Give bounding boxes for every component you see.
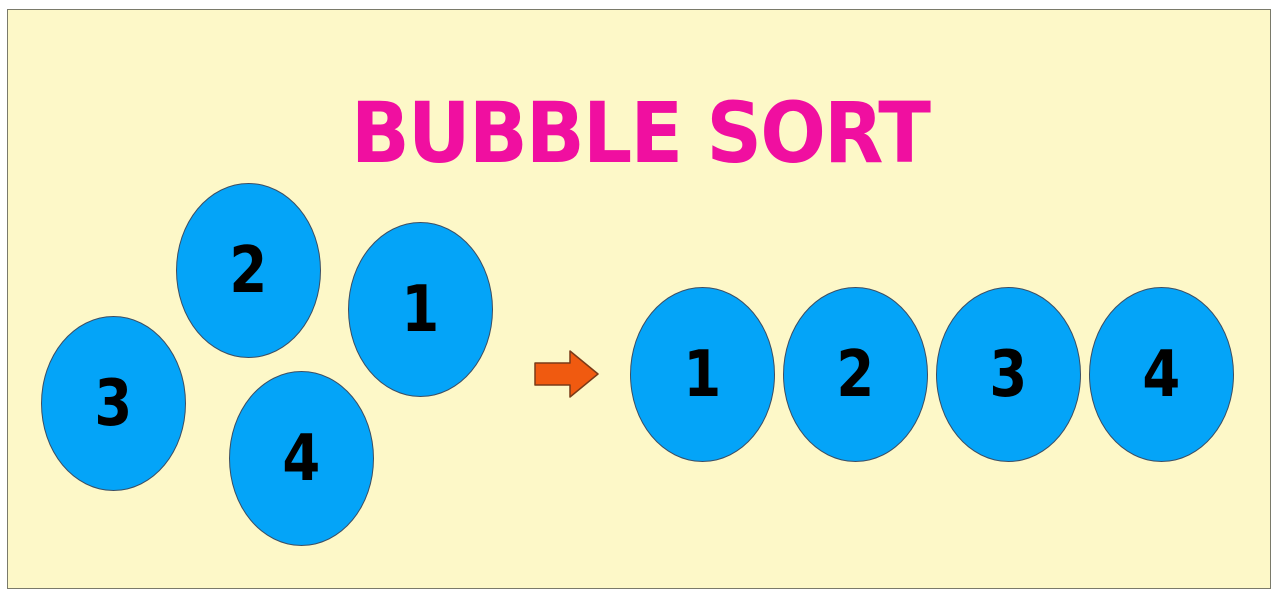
unsorted-bubble: 2: [176, 183, 321, 358]
bubble-label: 4: [1142, 337, 1181, 412]
sorted-bubble: 2: [783, 287, 928, 462]
unsorted-bubble: 4: [229, 371, 374, 546]
unsorted-bubble: 1: [348, 222, 493, 397]
bubble-label: 2: [836, 337, 875, 412]
bubble-label: 4: [282, 421, 321, 496]
bubble-label: 1: [401, 272, 440, 347]
page-title: BUBBLE SORT: [350, 84, 931, 182]
bubble-label: 1: [683, 337, 722, 412]
bubble-label: 3: [94, 366, 133, 441]
sorted-bubble: 4: [1089, 287, 1234, 462]
bubble-label: 3: [989, 337, 1028, 412]
sorted-bubble: 1: [630, 287, 775, 462]
unsorted-bubble: 3: [41, 316, 186, 491]
bubble-label: 2: [229, 233, 268, 308]
sorted-bubble: 3: [936, 287, 1081, 462]
right-arrow-icon: [534, 350, 599, 398]
diagram-canvas: BUBBLE SORT 2 1 3 4 1 2 3 4: [7, 9, 1271, 589]
